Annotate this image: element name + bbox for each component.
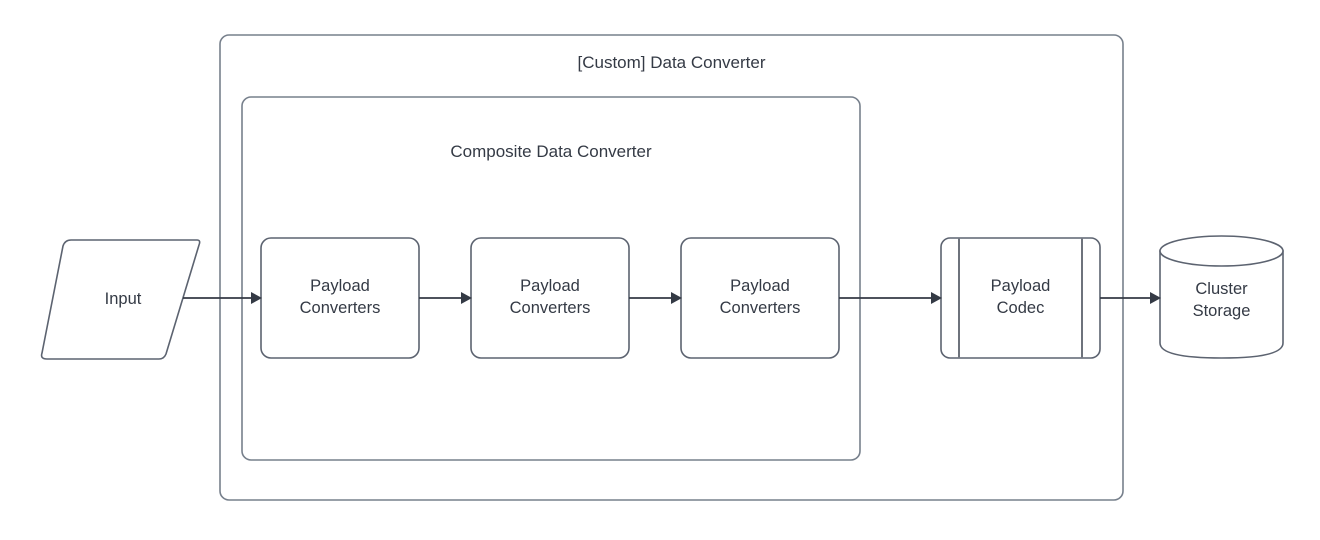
edge-converter-1-to-converter-2 [419, 292, 472, 304]
node-payload-converters-1-shape[interactable] [260, 237, 420, 359]
node-payload-codec-shape[interactable] [940, 237, 1101, 359]
node-cluster-storage-body[interactable] [1159, 250, 1284, 359]
node-input-shape[interactable] [40, 239, 201, 360]
node-payload-converters-2-shape[interactable] [470, 237, 630, 359]
edge-converter-3-to-codec [839, 292, 942, 304]
container-composite-data-converter [241, 96, 861, 461]
node-payload-converters-3-shape[interactable] [680, 237, 840, 359]
container-custom-data-converter [219, 34, 1124, 501]
node-cluster-storage-top [1159, 235, 1284, 267]
edge-codec-to-storage [1100, 292, 1161, 304]
edge-converter-2-to-converter-3 [629, 292, 682, 304]
edge-input-to-converter-1 [183, 292, 262, 304]
